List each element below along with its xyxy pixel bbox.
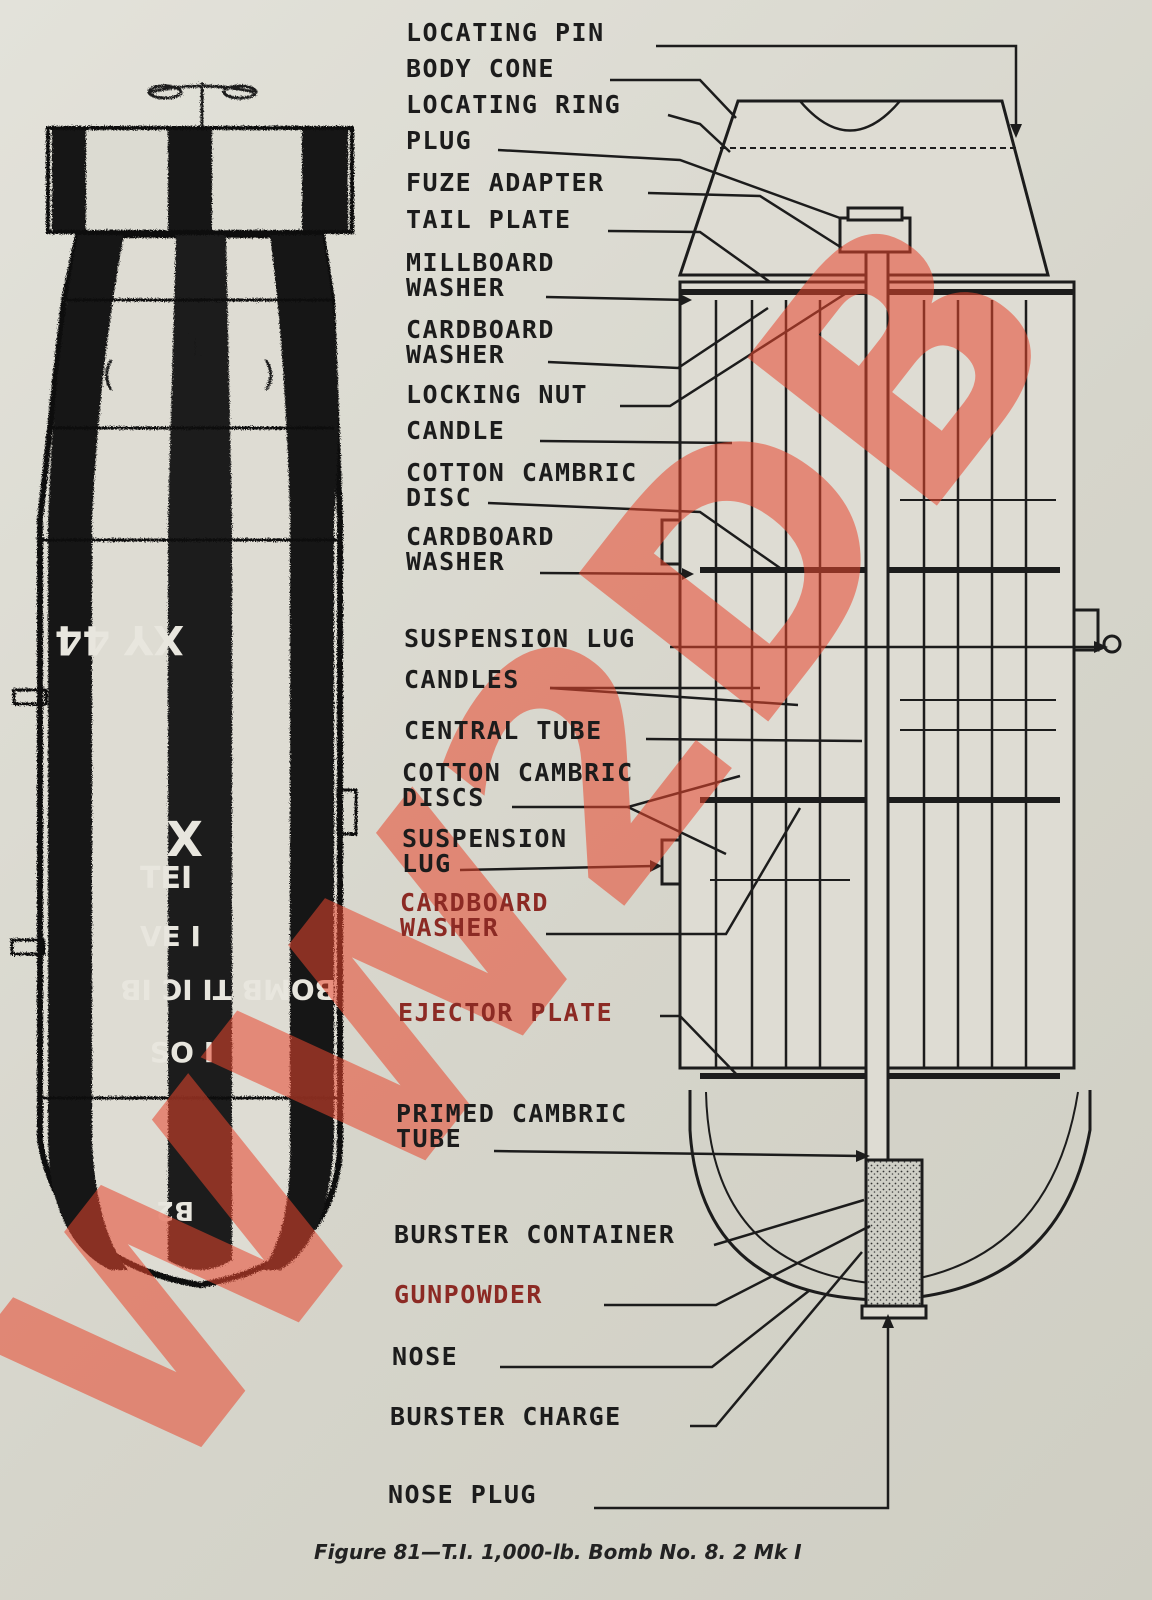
- tail-fin-box: [46, 126, 354, 234]
- label-nose-plug: NOSE PLUG: [388, 1480, 537, 1509]
- cutaway-bomb-view: [660, 99, 1122, 1320]
- label-body-cone: BODY CONE: [406, 54, 555, 83]
- arrowheads: [650, 124, 1108, 1328]
- marking-b2: B2: [156, 1195, 194, 1225]
- label-candle: CANDLE: [406, 416, 506, 445]
- figure-caption: Figure 81—T.I. 1,000-lb. Bomb No. 8. 2 M…: [314, 1540, 802, 1564]
- svg-text:T: T: [188, 329, 209, 364]
- label-locating-ring: LOCATING RING: [406, 90, 622, 119]
- label-fuze-adapter: FUZE ADAPTER: [406, 168, 605, 197]
- label-ejector-plate: EJECTOR PLATE: [398, 998, 614, 1027]
- label-cotton-cambric-disc: COTTON CAMBRIC DISC: [406, 458, 638, 512]
- svg-text:(: (: [102, 355, 115, 395]
- marking-x: X: [166, 812, 203, 868]
- label-candles: CANDLES: [404, 665, 520, 694]
- propeller-fuze: [147, 82, 258, 128]
- label-tail-plate: TAIL PLATE: [406, 205, 572, 234]
- label-suspension-lug-1: SUSPENSION LUG: [404, 624, 636, 653]
- marking-xy44: XY 44: [55, 616, 184, 662]
- svg-text:): ): [262, 355, 275, 395]
- label-cardboard-washer-3: CARDBOARD WASHER: [400, 888, 549, 942]
- marking-bomb: BOMB TI IC IB: [120, 973, 336, 1006]
- marking-tei: TEI: [140, 861, 192, 896]
- label-central-tube: CENTRAL TUBE: [404, 716, 603, 745]
- label-cardboard-washer-2: CARDBOARD WASHER: [406, 522, 555, 576]
- label-locking-nut: LOCKING NUT: [406, 380, 589, 409]
- body-cone-shape: [677, 99, 1050, 277]
- exterior-bomb-view: T ( ): [10, 82, 358, 1289]
- label-gunpowder: GUNPOWDER: [394, 1280, 543, 1309]
- label-nose: NOSE: [392, 1342, 459, 1371]
- label-millboard-washer: MILLBOARD WASHER: [406, 248, 555, 302]
- label-cotton-cambric-discs: COTTON CAMBRIC DISCS: [402, 758, 634, 812]
- label-burster-charge: BURSTER CHARGE: [390, 1402, 622, 1431]
- label-suspension-lug-2: SUSPENSION LUG: [402, 824, 568, 878]
- leader-lines: [459, 44, 1100, 1510]
- label-cardboard-washer-1: CARDBOARD WASHER: [406, 315, 555, 369]
- burster-container-shape: [864, 1158, 924, 1314]
- label-plug: PLUG: [406, 126, 473, 155]
- exterior-markings: XY 44 X TEI VE I BOMB TI IC IB SO I B2: [55, 616, 336, 1225]
- label-locating-pin: LOCATING PIN: [406, 18, 605, 47]
- label-burster-container: BURSTER CONTAINER: [394, 1220, 676, 1249]
- marking-soi: SO I: [150, 1036, 214, 1069]
- candle-slats: [714, 300, 1028, 1068]
- label-primed-cambric-tube: PRIMED CAMBRIC TUBE: [396, 1099, 628, 1153]
- marking-vei: VE I: [140, 920, 201, 953]
